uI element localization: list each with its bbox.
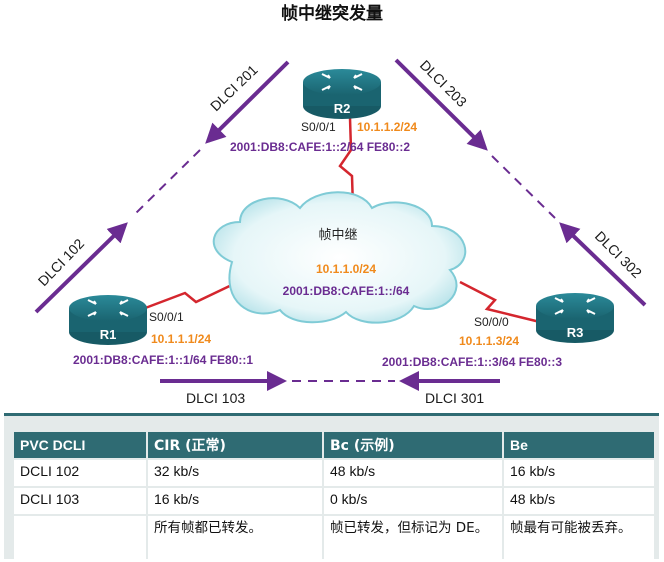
header-bc: Bc (示例)	[324, 432, 502, 458]
router-arrows-icon	[554, 297, 596, 315]
router-r2-name: R2	[334, 101, 351, 116]
pvc-r2-r3	[394, 58, 647, 307]
frame-relay-cloud	[212, 191, 467, 324]
table-cell: DCLI 102	[14, 460, 146, 486]
router-r3[interactable]: R3	[536, 293, 614, 343]
dlci-203-label: DLCI 203	[417, 57, 470, 110]
header-pvc: PVC DCLI	[14, 432, 146, 458]
r1-ipv6: 2001:DB8:CAFE:1::1/64 FE80::1	[73, 353, 253, 367]
cloud-ipv4: 10.1.1.0/24	[316, 262, 376, 276]
router-r2[interactable]: R2	[303, 69, 381, 119]
cloud-label: 帧中继	[318, 228, 357, 243]
r3-interface: S0/0/0	[474, 315, 509, 329]
table-cell: 16 kb/s	[504, 460, 654, 486]
dlci-201-label: DLCI 201	[207, 61, 261, 114]
table-row: 所有帧都已转发。 帧已转发，但标记为 DE。 帧最有可能被丢弃。	[14, 516, 654, 560]
router-r1[interactable]: R1	[69, 295, 147, 345]
table-cell: 帧最有可能被丢弃。	[504, 516, 654, 560]
router-arrows-icon	[321, 73, 363, 91]
dlci-302-label: DLCI 302	[592, 228, 645, 281]
r2-ipv6: 2001:DB8:CAFE:1::2/64 FE80::2	[230, 140, 410, 154]
cloud-ipv6: 2001:DB8:CAFE:1::/64	[283, 284, 410, 298]
r3-ipv4: 10.1.1.3/24	[459, 334, 519, 348]
r2-interface: S0/0/1	[301, 120, 336, 134]
table-cell: 所有帧都已转发。	[148, 516, 322, 560]
router-r3-name: R3	[567, 325, 584, 340]
router-r1-name: R1	[100, 327, 117, 342]
router-arrows-icon	[87, 299, 129, 317]
table-cell: 32 kb/s	[148, 460, 322, 486]
table-cell: 48 kb/s	[504, 488, 654, 514]
table-cell: DCLI 103	[14, 488, 146, 514]
pvc-r1-r2	[34, 60, 290, 314]
header-be: Be	[504, 432, 654, 458]
dlci-102-label: DLCI 102	[35, 235, 88, 289]
frame-relay-diagram: 帧中继突发量 DLCI 201 DLCI 203 DLCI 102 DLCI 3…	[34, 3, 647, 406]
table-cell	[14, 516, 146, 560]
table-row: DCLI 103 16 kb/s 0 kb/s 48 kb/s	[14, 488, 654, 514]
r1-interface: S0/0/1	[149, 310, 184, 324]
table-row: DCLI 102 32 kb/s 48 kb/s 16 kb/s	[14, 460, 654, 486]
serial-link-r2	[338, 117, 355, 209]
serial-link-r3	[459, 280, 541, 324]
table-cell: 0 kb/s	[324, 488, 502, 514]
r2-ipv4: 10.1.1.2/24	[357, 120, 417, 134]
diagram-title: 帧中继突发量	[281, 3, 383, 24]
table-header-row: PVC DCLI CIR (正常) Bc (示例) Be	[14, 432, 654, 458]
r1-ipv4: 10.1.1.1/24	[151, 332, 211, 346]
dlci-103-label: DLCI 103	[186, 390, 245, 406]
r3-ipv6: 2001:DB8:CAFE:1::3/64 FE80::3	[382, 355, 562, 369]
burst-table-panel: PVC DCLI CIR (正常) Bc (示例) Be DCLI 102 32…	[4, 413, 659, 562]
table-cell: 16 kb/s	[148, 488, 322, 514]
burst-table: PVC DCLI CIR (正常) Bc (示例) Be DCLI 102 32…	[12, 430, 656, 562]
table-cell: 帧已转发，但标记为 DE。	[324, 516, 502, 560]
serial-link-r1	[139, 280, 239, 312]
table-cell: 48 kb/s	[324, 460, 502, 486]
dlci-301-label: DLCI 301	[425, 390, 484, 406]
header-cir: CIR (正常)	[148, 432, 322, 458]
